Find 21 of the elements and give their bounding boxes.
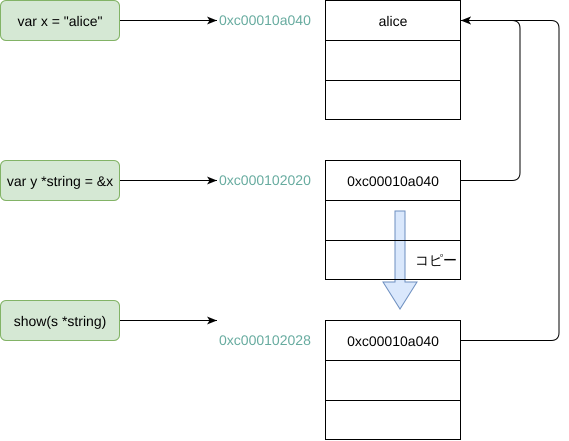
memory-cell: 0xc00010a040	[325, 160, 461, 201]
memory-cell	[325, 200, 461, 241]
arrow	[460, 16, 560, 341]
memory-cell	[325, 240, 461, 280]
address-text: 0xc00010a040	[219, 11, 311, 29]
block-arrow	[382, 210, 418, 310]
arrow	[120, 16, 218, 24]
arrow	[120, 176, 218, 184]
address-text: 0xc000102028	[219, 331, 311, 349]
memory-cell: alice	[325, 0, 461, 41]
statement-box: var x = "alice"	[0, 0, 120, 41]
arrow	[120, 316, 218, 324]
memory-cell	[325, 40, 461, 81]
statement-box: var y *string = &x	[0, 160, 120, 201]
memory-cell	[325, 360, 461, 401]
edge-label: コピー	[415, 251, 457, 269]
memory-cell: 0xc00010a040	[325, 320, 461, 361]
memory-cell	[325, 400, 461, 440]
address-text: 0xc000102020	[219, 171, 311, 189]
memory-cell	[325, 80, 461, 120]
statement-box: show(s *string)	[0, 300, 120, 341]
